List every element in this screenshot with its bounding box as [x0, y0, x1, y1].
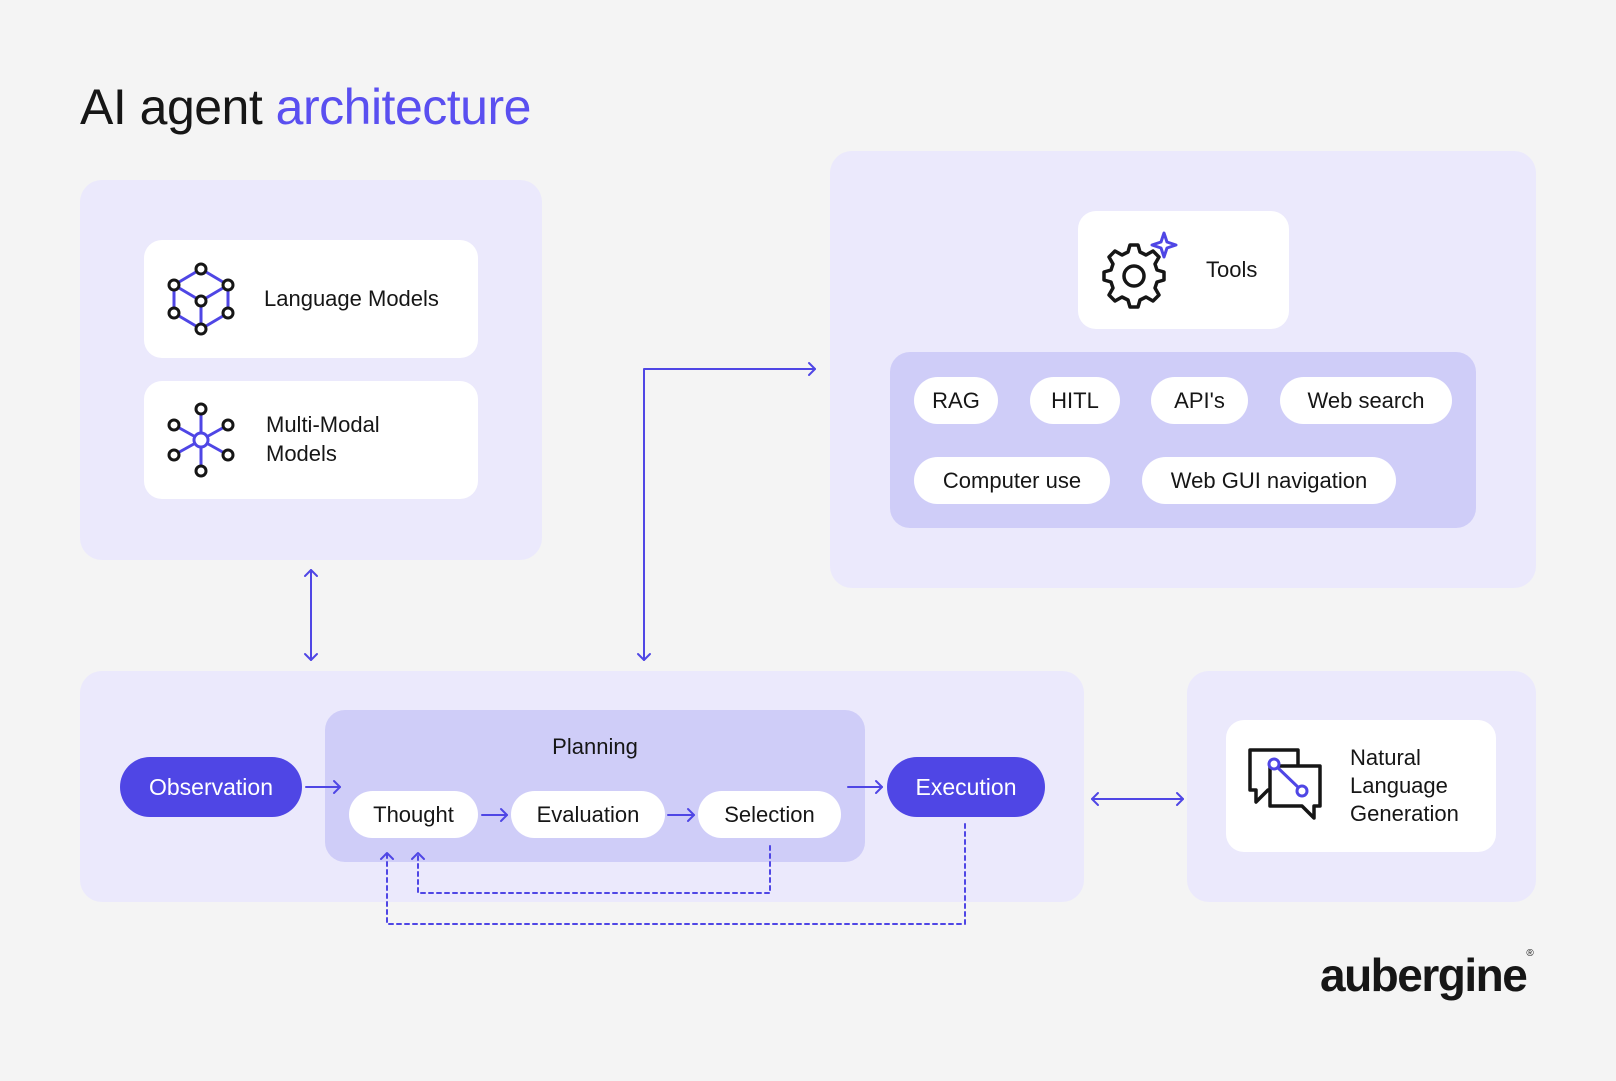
models-flow-double-arrow — [304, 569, 318, 661]
tool-rag: RAG — [914, 377, 998, 424]
nlg-line-1: Natural — [1350, 745, 1421, 770]
planning-label: Planning — [552, 734, 638, 759]
tool-web-gui-navigation: Web GUI navigation — [1142, 457, 1396, 504]
execution-feedback-loop — [386, 823, 966, 925]
nlg-line-2: Language — [1350, 773, 1448, 798]
selection-pill: Selection — [698, 791, 841, 838]
gear-sparkle-icon — [1102, 231, 1178, 309]
nlg-line-3: Generation — [1350, 801, 1459, 826]
observation-pill: Observation — [120, 757, 302, 817]
aubergine-logo: aubergine® — [1320, 948, 1534, 1002]
cube-network-icon — [167, 262, 235, 336]
language-models-card: Language Models — [144, 240, 478, 358]
title-prefix: AI agent — [80, 79, 263, 135]
multimodal-line-2: Models — [266, 440, 337, 466]
multimodal-line-1: Multi-Modal — [266, 412, 380, 437]
thought-to-evaluation-arrow — [481, 808, 508, 822]
multimodal-models-label: Multi-Modal Models — [266, 411, 380, 468]
nlg-label: Natural Language Generation — [1350, 744, 1459, 828]
selection-feedback-loop — [417, 845, 771, 894]
tool-computer-use: Computer use — [914, 457, 1110, 504]
observation-to-planning-arrow — [305, 780, 341, 794]
hub-network-icon — [167, 402, 235, 478]
logo-registered-mark: ® — [1526, 948, 1533, 959]
evaluation-pill: Evaluation — [511, 791, 665, 838]
page-title: AI agent architecture — [80, 80, 531, 135]
execution-pill: Execution — [887, 757, 1045, 817]
nlg-card: Natural Language Generation — [1226, 720, 1496, 852]
tool-web-search: Web search — [1280, 377, 1452, 424]
tools-card: Tools — [1078, 211, 1289, 329]
tool-hitl: HITL — [1030, 377, 1120, 424]
execution-feedback-arrowhead — [380, 852, 394, 860]
tool-apis: API's — [1151, 377, 1248, 424]
multimodal-models-card: Multi-Modal Models — [144, 381, 478, 499]
tools-flow-connector — [637, 362, 816, 661]
flow-nlg-double-arrow — [1091, 792, 1184, 806]
language-models-label: Language Models — [264, 286, 439, 311]
chat-bubbles-icon — [1248, 748, 1322, 820]
selection-feedback-arrowhead — [411, 852, 425, 860]
title-accent: architecture — [275, 79, 532, 135]
thought-pill: Thought — [349, 791, 478, 838]
evaluation-to-selection-arrow — [667, 808, 695, 822]
logo-text: aubergine — [1320, 949, 1528, 1001]
planning-to-execution-arrow — [847, 780, 883, 794]
tools-label: Tools — [1206, 257, 1258, 282]
